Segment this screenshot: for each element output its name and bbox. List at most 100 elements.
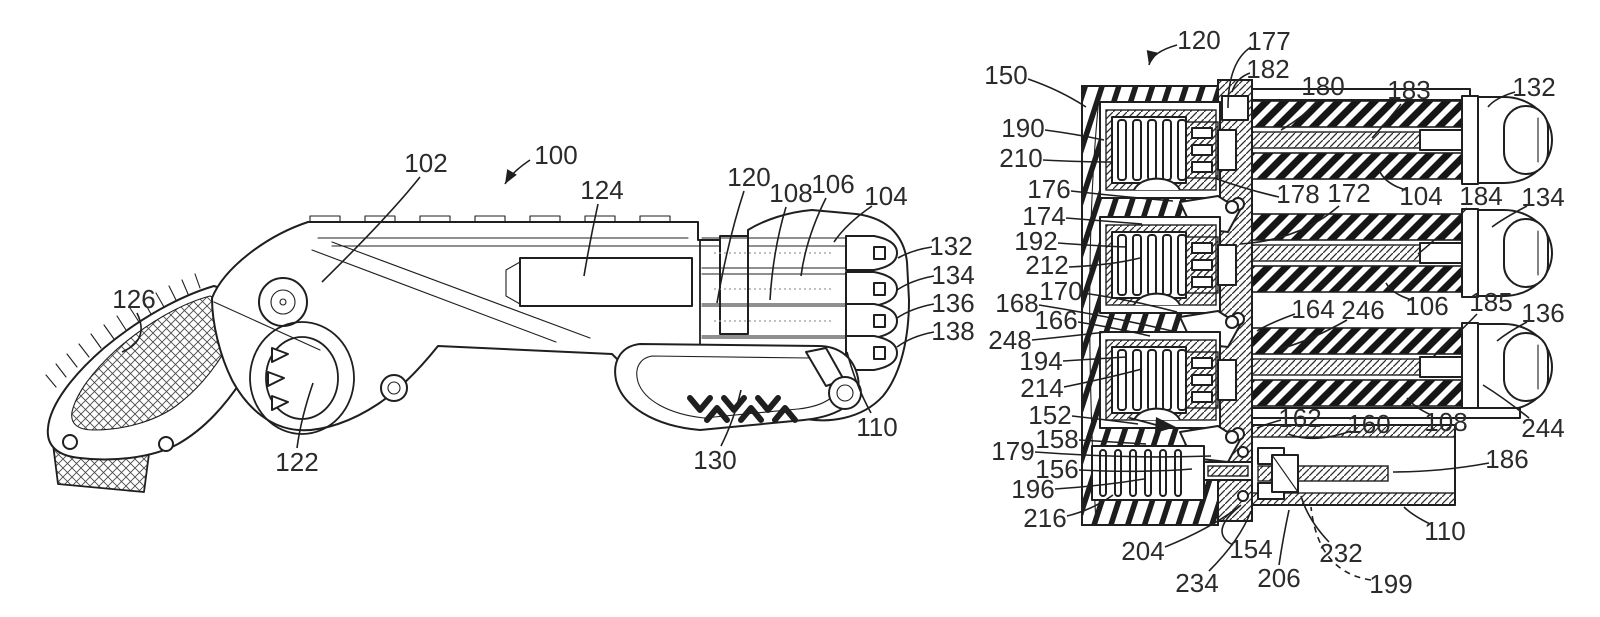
leader-line (1027, 78, 1087, 108)
ref-label-168: 168 (995, 288, 1173, 332)
ref-label-172: 172 (1239, 178, 1371, 245)
darts (1251, 88, 1553, 419)
trigger (271, 395, 289, 411)
ref-number-text: 156 (1035, 454, 1078, 484)
ref-number-text: 150 (984, 60, 1027, 90)
ref-label-110: 110 (1403, 506, 1466, 546)
ref-label-196: 196 (1011, 474, 1145, 504)
leader-line (1070, 190, 1174, 202)
ref-label-166: 166 (1034, 305, 1151, 337)
ref-label-138: 138 (896, 316, 975, 348)
leader-line (1066, 494, 1114, 517)
leader-line (1385, 282, 1413, 301)
muzzle-dart-tips (845, 235, 898, 371)
ref-label-152: 152 (1028, 400, 1139, 430)
ref-number-text: 248 (988, 325, 1031, 355)
ref-number-text: 192 (1014, 226, 1057, 256)
ref-number-text: 212 (1025, 250, 1068, 280)
ref-label-132: 132 (897, 231, 973, 261)
leader-line (1256, 313, 1296, 332)
leader-line (1044, 129, 1105, 141)
ref-label-179: 179 (991, 436, 1212, 466)
leader-line (1208, 510, 1252, 572)
ref-number-text: 134 (931, 260, 974, 290)
leader-line (1031, 331, 1107, 341)
ref-label-126: 126 (112, 284, 156, 353)
ref-number-text: 162 (1278, 403, 1321, 433)
ref-label-122: 122 (275, 382, 319, 477)
ref-label-108: 108 (769, 178, 813, 301)
ref-label-192: 192 (1014, 226, 1128, 256)
ref-number-text: 179 (991, 436, 1034, 466)
ref-number-text: 100 (534, 140, 577, 170)
ref-label-177: 177 (1227, 26, 1291, 109)
ref-label-232: 232 (1300, 495, 1363, 568)
trigger (271, 347, 289, 363)
ref-label-184: 184 (1417, 181, 1503, 255)
ref-number-text: 177 (1247, 26, 1290, 56)
airflow-arrow (1129, 417, 1176, 433)
ref-label-234: 234 (1175, 510, 1252, 598)
stock-serrations (45, 273, 201, 388)
ref-number-text: 183 (1387, 75, 1430, 105)
ref-number-text: 120 (1177, 25, 1220, 55)
ref-label-176: 176 (1027, 174, 1174, 204)
ref-number-text: 158 (1035, 424, 1078, 454)
ref-number-text: 186 (1485, 444, 1528, 474)
ref-label-104: 104 (833, 181, 908, 243)
ref-label-158: 158 (1035, 424, 1147, 454)
ref-number-text: 216 (1023, 503, 1066, 533)
ref-number-text: 122 (275, 447, 318, 477)
ref-label-130: 130 (693, 389, 742, 475)
leader-line (1371, 103, 1402, 139)
ref-number-text: 190 (1001, 113, 1044, 143)
leader-line (1496, 321, 1528, 342)
ref-number-text: 246 (1341, 295, 1384, 325)
ref-number-text: 234 (1175, 568, 1218, 598)
leader-arrowhead (1146, 50, 1158, 65)
ref-number-text: 176 (1027, 174, 1070, 204)
ref-label-248: 248 (988, 325, 1107, 355)
leader-line (1057, 242, 1128, 248)
leader-line (1078, 468, 1193, 473)
ref-number-text: 134 (1521, 182, 1564, 212)
ref-number-text: 106 (811, 169, 854, 199)
leader-line (296, 382, 314, 449)
ref-label-108: 108 (1406, 397, 1468, 437)
ref-label-120: 120 (1146, 25, 1221, 66)
ref-number-text: 104 (864, 181, 907, 211)
ref-label-206: 206 (1257, 509, 1301, 593)
ref-number-text: 120 (727, 162, 770, 192)
screw-boss (258, 277, 308, 327)
leader-line (1406, 397, 1432, 416)
ref-label-182: 182 (1231, 54, 1290, 93)
leader-line (1062, 356, 1127, 362)
ref-label-132: 132 (1487, 72, 1556, 108)
leader-line (1065, 217, 1143, 225)
leader-line (1082, 292, 1178, 313)
ref-label-134: 134 (896, 260, 975, 291)
ref-label-104: 104 (1378, 169, 1443, 211)
ref-label-106: 106 (1385, 282, 1449, 321)
leader-line (897, 246, 933, 259)
ref-number-text: 174 (1022, 201, 1065, 231)
leader-line (1078, 439, 1147, 445)
leader-line (1042, 159, 1113, 163)
ref-label-180: 180 (1280, 71, 1345, 131)
leader-line (716, 190, 745, 304)
ref-label-100: 100 (504, 140, 578, 185)
ref-label-136: 136 (1496, 298, 1565, 342)
leader-line (1221, 505, 1241, 546)
leader-line (1279, 319, 1348, 350)
ref-label-185: 185 (1432, 287, 1513, 358)
ref-number-text: 152 (1028, 400, 1071, 430)
ref-label-162: 162 (1256, 403, 1322, 433)
leader-line (1378, 169, 1407, 191)
bolt-panel (519, 257, 693, 307)
ref-number-text: 126 (112, 284, 155, 314)
top-rail (309, 215, 671, 223)
ref-label-120: 120 (716, 162, 771, 304)
leader-line (1077, 321, 1151, 337)
